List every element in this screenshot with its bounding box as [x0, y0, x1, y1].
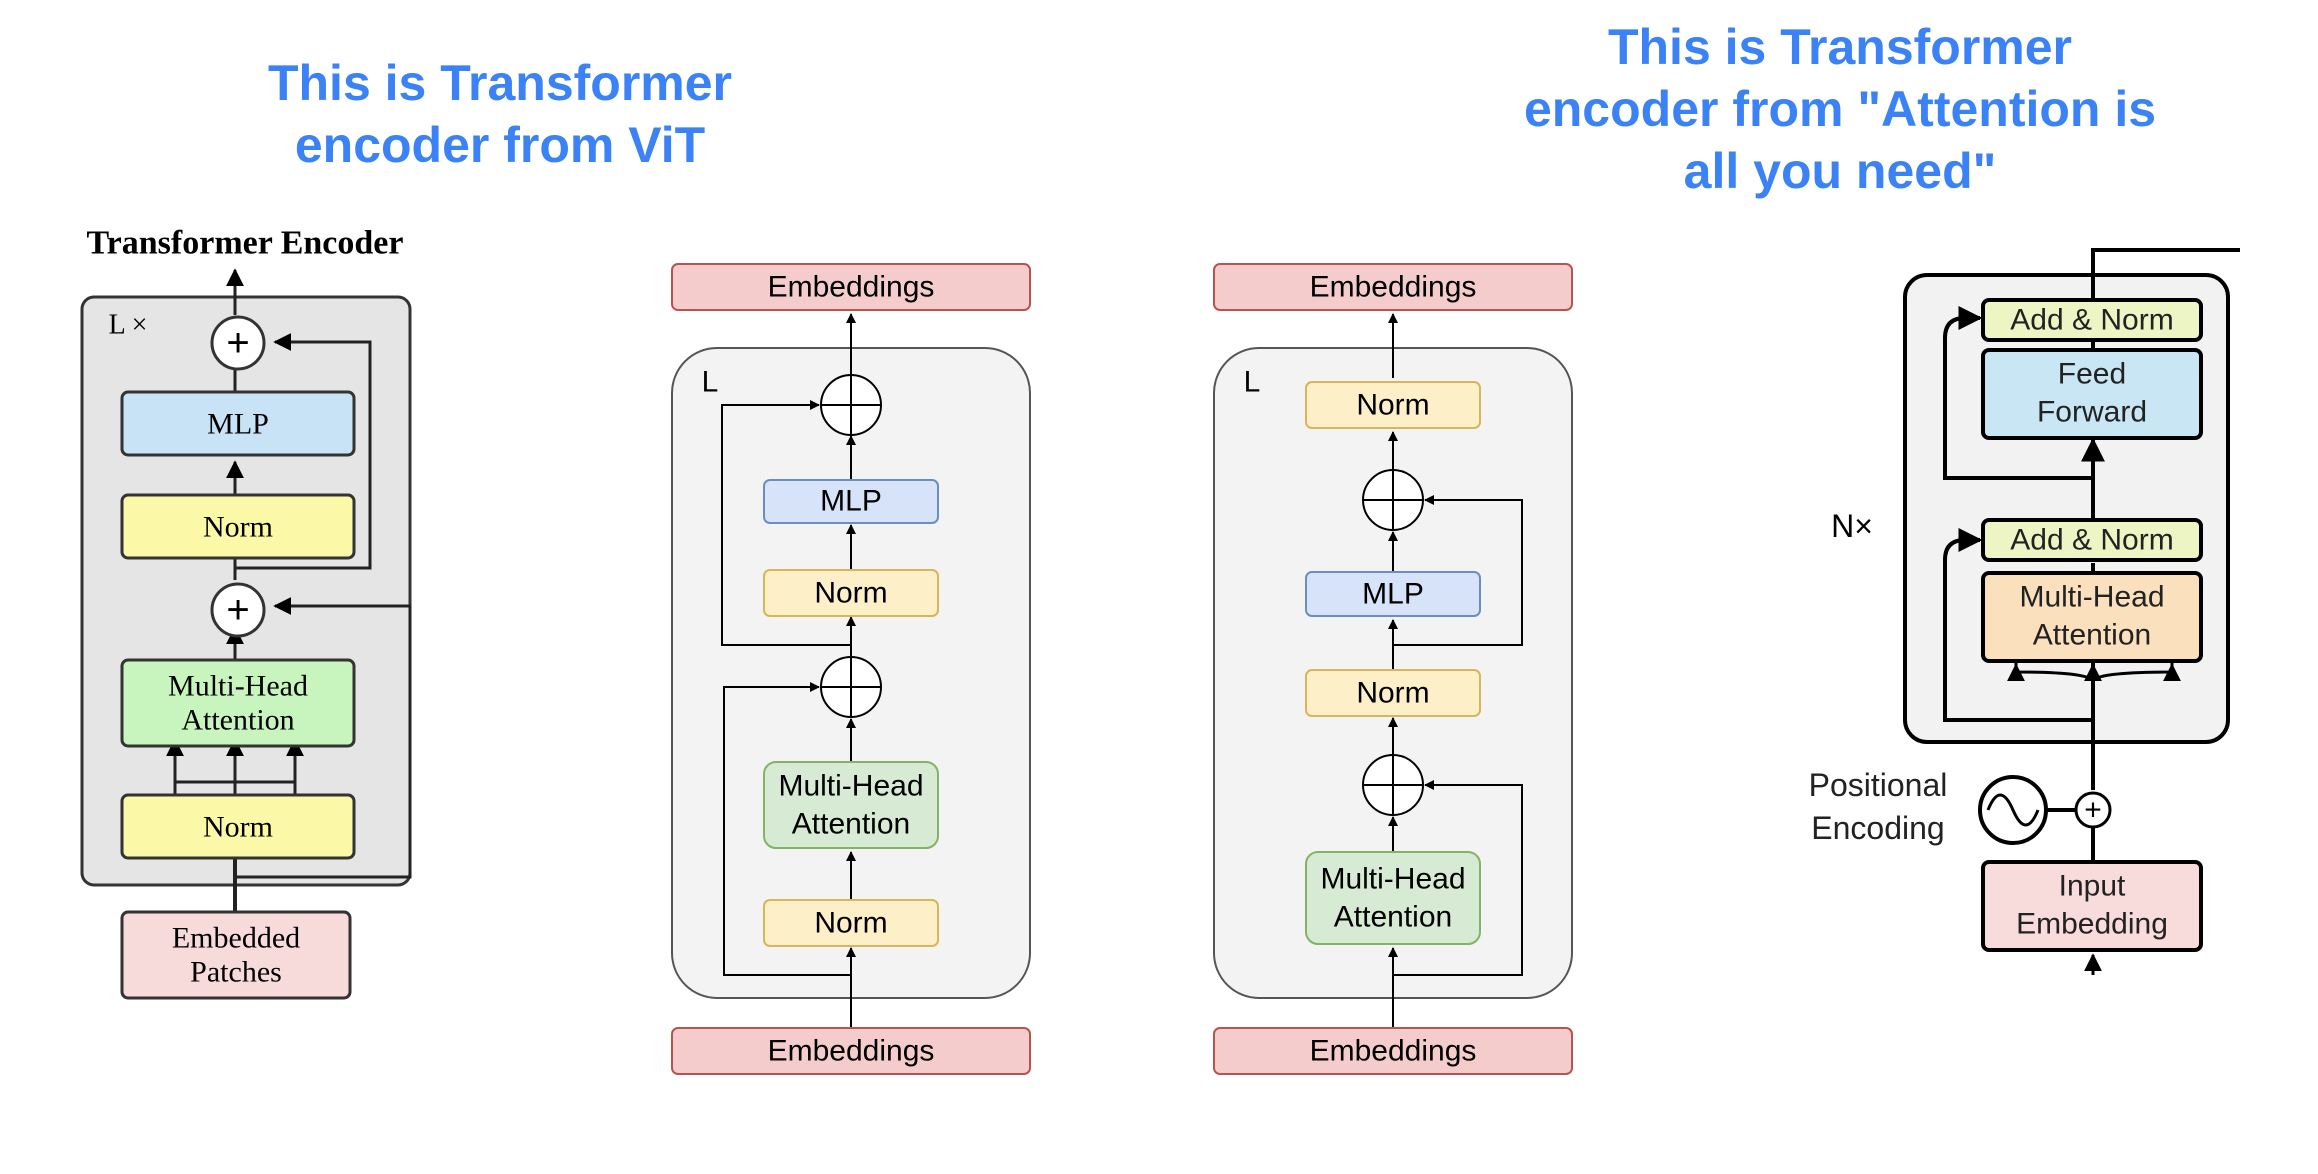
- post-norm-mlp-box: [1305, 571, 1481, 617]
- post-norm-final-norm-box: [1305, 381, 1481, 429]
- aiayn-positional-label-1: Positional: [1809, 767, 1948, 803]
- aiayn-add-symbol: +: [2084, 794, 2102, 827]
- pre-norm-diagram: L Embeddings MLP Norm Multi-Head Attenti…: [671, 263, 1031, 1075]
- aiayn-attention-box: [1981, 571, 2203, 663]
- pre-norm-repeat-label: L: [702, 366, 719, 399]
- aiayn-diagram: N× Add & Norm Feed Forward Add & Norm Mu…: [1809, 248, 2240, 975]
- post-norm-norm-mid-label: Norm: [1356, 677, 1429, 710]
- aiayn-ff-label-1: Feed: [2058, 358, 2126, 391]
- vit-residual-2: [235, 333, 372, 570]
- post-norm-attention-box: [1305, 851, 1481, 945]
- aiayn-attention-label-2: Attention: [2033, 619, 2151, 652]
- vit-norm-top-box: [120, 493, 356, 560]
- aiayn-residual-1: [1943, 528, 2093, 722]
- aiayn-ff-label-2: Forward: [2037, 396, 2147, 429]
- vit-input-label-1: Embedded: [172, 922, 300, 955]
- post-norm-diagram: L Embeddings Norm MLP Norm Multi-Head At…: [1213, 263, 1573, 1075]
- pre-norm-norm-bottom-label: Norm: [814, 907, 887, 940]
- attention-heading-line-2: encoder from "Attention is: [1523, 81, 2157, 137]
- vit-heading-line-2: encoder from ViT: [294, 117, 706, 173]
- pre-norm-output-box: [671, 263, 1031, 311]
- vit-norm-top-label: Norm: [203, 511, 273, 544]
- vit-encoder-diagram: Transformer Encoder L × Norm Multi-Head …: [80, 225, 412, 1000]
- pre-norm-attention-box: [763, 761, 939, 849]
- attention-heading-line-3: all you need": [1683, 143, 1997, 199]
- vit-add-2: [210, 315, 266, 371]
- post-norm-attention-label-1: Multi-Head: [1320, 863, 1465, 896]
- pre-norm-norm-top-label: Norm: [814, 577, 887, 610]
- post-norm-final-norm-label: Norm: [1356, 389, 1429, 422]
- post-norm-residual-1: [1393, 780, 1523, 976]
- aiayn-residual-2: [1943, 306, 2093, 480]
- pre-norm-norm-top-box: [763, 569, 939, 617]
- vit-attention-label-2: Attention: [181, 704, 294, 737]
- aiayn-input-label-1: Input: [2059, 870, 2126, 903]
- pre-norm-attention-label-2: Attention: [792, 808, 910, 841]
- vit-add-1: [210, 582, 266, 638]
- post-norm-input-label: Embeddings: [1310, 1035, 1477, 1068]
- attention-heading: This is Transformer encoder from "Attent…: [1450, 16, 2230, 202]
- aiayn-input-label-2: Embedding: [2016, 908, 2168, 941]
- vit-add-1-symbol: +: [226, 588, 249, 632]
- attention-heading-line-1: This is Transformer: [1607, 19, 2073, 75]
- aiayn-addnorm-top-label: Add & Norm: [2010, 304, 2173, 337]
- aiayn-addnorm-bottom-label: Add & Norm: [2010, 524, 2173, 557]
- aiayn-input-box: [1981, 860, 2203, 952]
- aiayn-attention-label-1: Multi-Head: [2019, 581, 2164, 614]
- vit-input-box: [120, 910, 352, 1000]
- pre-norm-attention-label-1: Multi-Head: [778, 770, 923, 803]
- vit-input-label-2: Patches: [190, 956, 282, 989]
- aiayn-output-line: [2091, 248, 2240, 300]
- aiayn-container: [1903, 273, 2230, 744]
- vit-attention-box: [120, 658, 356, 748]
- pre-norm-mlp-box: [763, 479, 939, 524]
- vit-heading: This is Transformer encoder from ViT: [200, 52, 800, 176]
- vit-mlp-box: [120, 390, 356, 457]
- aiayn-ff-box: [1981, 348, 2203, 440]
- vit-title: Transformer Encoder: [87, 225, 404, 262]
- pre-norm-mlp-label: MLP: [820, 485, 882, 518]
- vit-residual-1: [235, 597, 412, 879]
- post-norm-input-box: [1213, 1027, 1573, 1075]
- aiayn-add-circle: [2074, 791, 2112, 829]
- post-norm-output-box: [1213, 263, 1573, 311]
- aiayn-addnorm-top-box: [1981, 298, 2203, 342]
- vit-heading-line-1: This is Transformer: [267, 55, 733, 111]
- vit-add-2-symbol: +: [226, 321, 249, 365]
- pre-norm-norm-bottom-box: [763, 899, 939, 947]
- aiayn-addnorm-bottom-box: [1981, 518, 2203, 562]
- vit-mlp-label: MLP: [207, 408, 269, 441]
- pre-norm-input-box: [671, 1027, 1031, 1075]
- post-norm-attention-label-2: Attention: [1334, 901, 1452, 934]
- vit-branch-bar: [173, 780, 297, 795]
- post-norm-mlp-label: MLP: [1362, 578, 1424, 611]
- vit-attention-label-1: Multi-Head: [168, 670, 308, 703]
- aiayn-sine-wave: [1986, 793, 2040, 827]
- post-norm-repeat-label: L: [1244, 366, 1261, 399]
- pre-norm-residual-1: [723, 682, 851, 976]
- vit-norm-bottom-box: [120, 793, 356, 860]
- post-norm-residual-2: [1393, 495, 1523, 646]
- pre-norm-input-label: Embeddings: [768, 1035, 935, 1068]
- vit-norm-bottom-label: Norm: [203, 811, 273, 844]
- vit-repeat-label: L ×: [109, 310, 148, 341]
- pre-norm-residual-2: [721, 400, 851, 646]
- post-norm-output-label: Embeddings: [1310, 271, 1477, 304]
- aiayn-positional-label-2: Encoding: [1811, 810, 1944, 846]
- post-norm-norm-mid-box: [1305, 669, 1481, 717]
- aiayn-repeat-label: N×: [1831, 508, 1873, 544]
- pre-norm-output-label: Embeddings: [768, 271, 935, 304]
